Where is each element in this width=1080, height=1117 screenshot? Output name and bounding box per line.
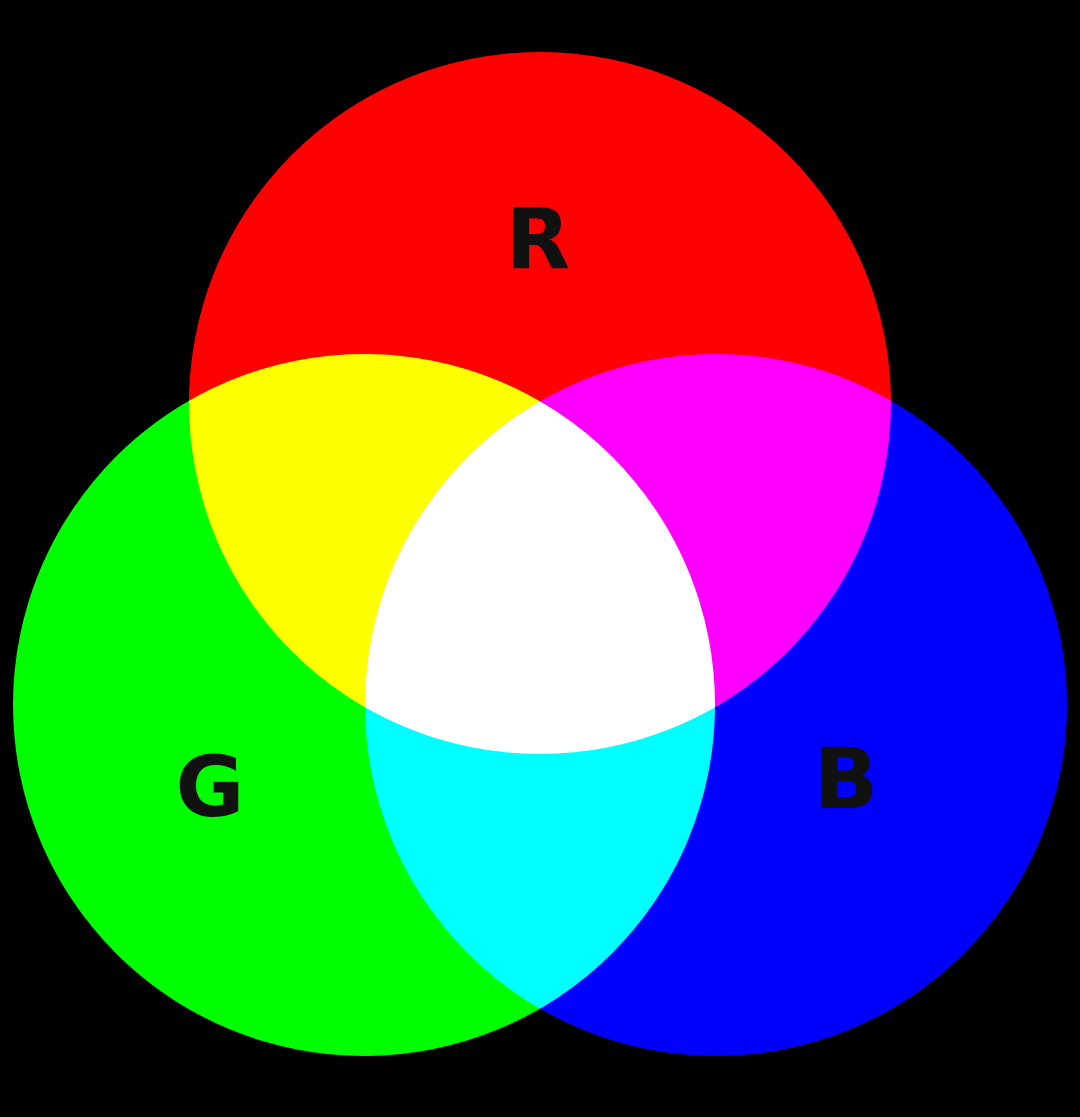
circles-group [13,52,1067,1056]
green-circle-label: G [176,738,245,836]
blue-circle-label: B [814,730,878,828]
red-circle-label: R [506,190,571,288]
blue-circle [365,354,1067,1056]
